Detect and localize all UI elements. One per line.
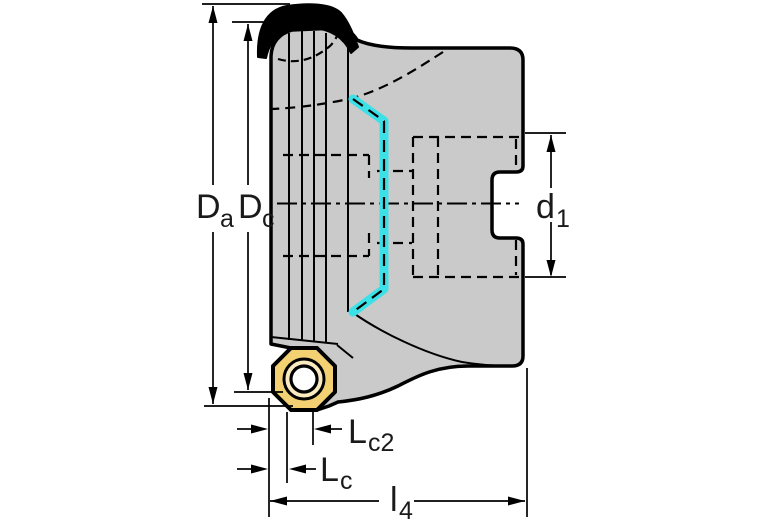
gash-face-curve	[351, 311, 515, 367]
dimension-l4	[270, 496, 525, 506]
dimensions-group	[202, 3, 566, 517]
arrowhead-down	[208, 387, 218, 404]
body-outline	[269, 26, 525, 412]
top-insert	[256, 3, 359, 59]
arrowhead-right	[251, 464, 268, 474]
dimension-lc2	[237, 424, 342, 434]
pocket-top-line	[270, 336, 339, 345]
arrowhead-up	[546, 135, 556, 152]
arrowhead-right	[251, 424, 268, 434]
label-d1: d 1	[536, 188, 570, 233]
label-lc2: L c2	[348, 413, 394, 457]
coolant-channel-group	[348, 94, 389, 317]
label-l4: l 4	[390, 481, 413, 523]
extension-lines	[202, 3, 566, 517]
arrowhead-down	[243, 373, 253, 390]
arrowhead-left	[289, 464, 306, 474]
dimension-d1	[546, 135, 556, 277]
hidden-bore-rect	[411, 135, 521, 279]
arrowhead-left	[270, 496, 287, 506]
arrowhead-down	[546, 260, 556, 277]
arrowhead-right	[508, 496, 525, 506]
pocket-wall-line	[336, 344, 354, 359]
arrowhead-up	[208, 6, 218, 23]
flute-lines	[270, 30, 515, 367]
dimension-lc	[237, 464, 316, 474]
insert-screw-hole	[289, 364, 319, 394]
labels-group: D a D c d 1 L c2 L c l 4	[196, 188, 570, 523]
arrowhead-left	[314, 424, 331, 434]
label-lc: L c	[320, 451, 353, 495]
coolant-channel-hidden-line	[352, 98, 386, 313]
dimension-dc	[243, 24, 253, 390]
cutter-body-group	[256, 3, 525, 412]
bottom-insert-group	[271, 346, 337, 412]
label-da-dc: D a D c	[196, 188, 275, 233]
dimension-da	[208, 6, 218, 404]
arrowhead-up	[243, 24, 253, 41]
